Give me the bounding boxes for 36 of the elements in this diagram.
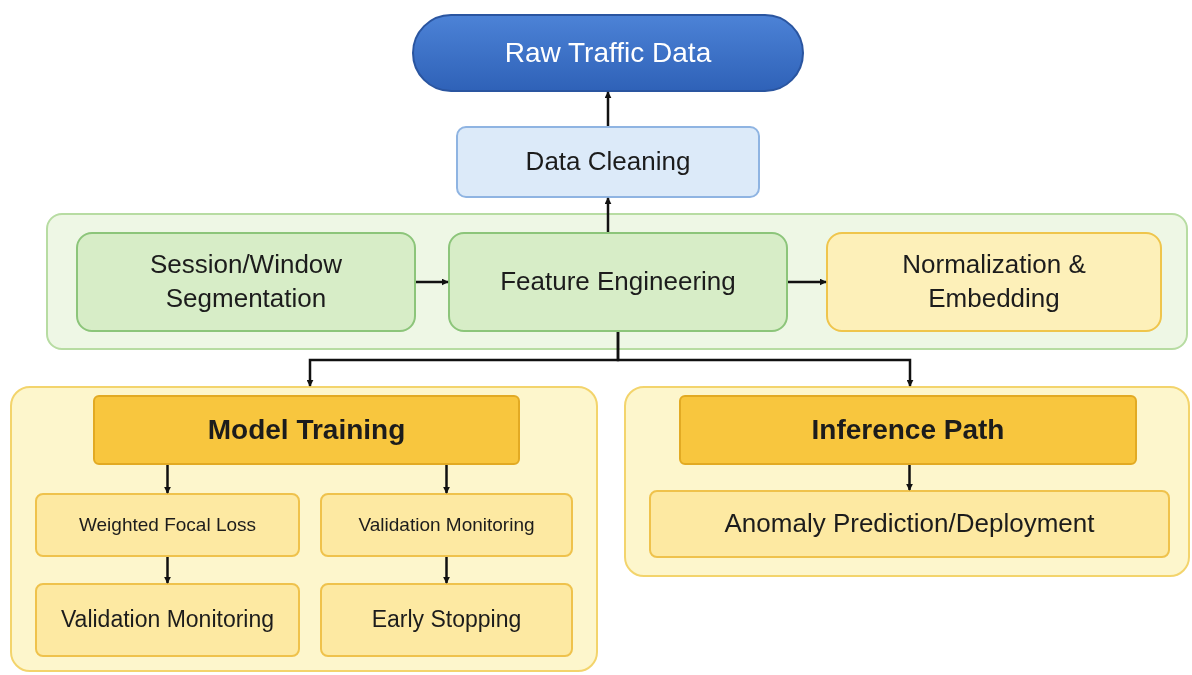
process-box <box>76 232 416 332</box>
process-box <box>320 583 573 657</box>
node-label: Anomaly Prediction/Deployment <box>723 507 1096 541</box>
arrow <box>443 557 450 584</box>
arrow <box>416 278 449 286</box>
header-box <box>679 395 1137 465</box>
process-box <box>35 583 300 657</box>
header-box <box>93 395 520 465</box>
node-label: Normalization & Embedding <box>901 248 1087 315</box>
node-label: Feature Engineering <box>499 265 737 299</box>
node-label: Inference Path <box>810 412 1006 447</box>
process-box <box>649 490 1170 558</box>
arrow <box>616 332 914 387</box>
node-label: Raw Traffic Data <box>503 35 713 70</box>
node-label: Early Stopping <box>370 605 523 635</box>
group-panel <box>624 386 1190 577</box>
arrow <box>164 557 171 584</box>
arrow <box>788 278 827 286</box>
node-label: Data Cleaning <box>524 145 692 179</box>
node-label: Session/Window Segmentation <box>148 248 344 315</box>
arrow <box>906 465 913 491</box>
process-box <box>35 493 300 557</box>
group-panel <box>10 386 598 672</box>
arrow <box>604 197 612 232</box>
process-box <box>448 232 788 332</box>
node-label: Validation Monitoring <box>357 512 536 537</box>
arrow <box>443 465 450 494</box>
node-label: Model Training <box>206 412 407 447</box>
arrow <box>604 91 612 126</box>
arrow <box>164 465 171 494</box>
process-box <box>320 493 573 557</box>
node-label: Validation Monitoring <box>59 605 276 635</box>
process-box <box>456 126 760 198</box>
group-panel <box>46 213 1188 350</box>
process-box <box>826 232 1162 332</box>
node-label: Weighted Focal Loss <box>77 512 258 537</box>
